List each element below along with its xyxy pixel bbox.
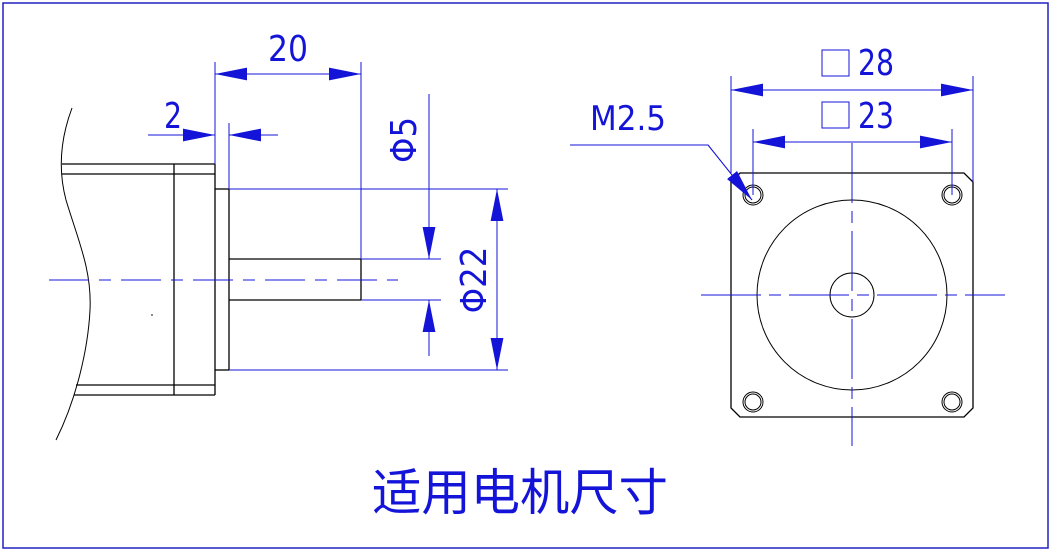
side-view: 20 2 Φ5 Φ22 [49,29,508,441]
dim-label-20: 20 [268,29,308,70]
dim-label-phi22: Φ22 [454,247,495,314]
flange-square [730,172,974,418]
dim-label-2: 2 [164,96,182,137]
extension-lines [214,62,508,371]
square-symbol-icon [821,49,850,77]
thread-callout-m2-5: M2.5 [590,99,666,139]
drawing-title: 适用电机尺寸 [372,464,668,522]
square-symbol-icon [821,101,850,129]
front-view: 28 23 M2.5 [570,43,1005,446]
dim-label-28: 28 [858,43,894,84]
break-line [55,107,91,441]
thread-leader-line [570,144,753,201]
dim-label-phi5: Φ5 [384,117,425,163]
dim-label-23: 23 [858,96,894,137]
